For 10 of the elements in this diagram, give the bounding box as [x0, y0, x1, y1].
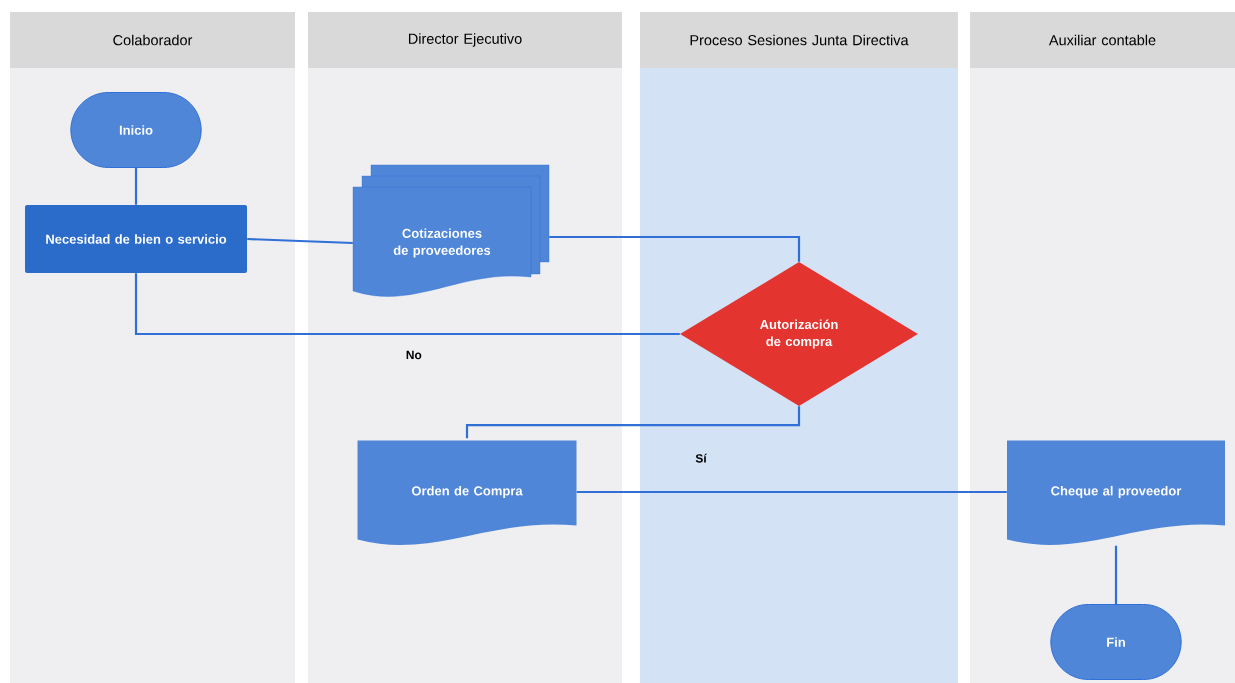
- connector: [247, 237, 353, 245]
- edge-label: No: [406, 350, 422, 360]
- connector: [465, 406, 801, 439]
- connector: [576, 490, 1007, 494]
- connector: [134, 273, 680, 336]
- connector: [134, 168, 138, 205]
- connector: [549, 235, 801, 262]
- connector: [1114, 545, 1118, 604]
- process-box: Necesidad de bien o servicio: [25, 205, 247, 273]
- edge-label: Sí: [695, 453, 707, 463]
